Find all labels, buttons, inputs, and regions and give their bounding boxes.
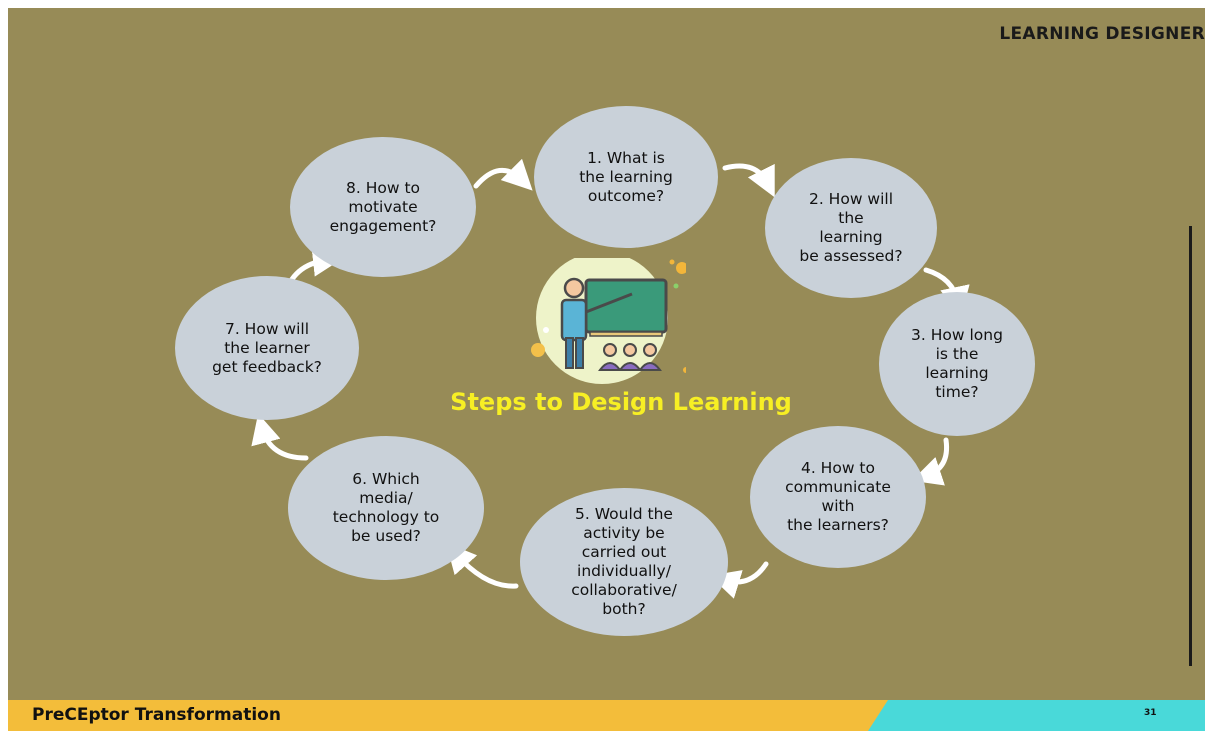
divider-line — [1189, 226, 1192, 666]
footer-bar: PreCEptor Transformation 31 — [8, 700, 1205, 731]
step-3-label: 3. How long is the learning time? — [911, 326, 1003, 401]
header-title: LEARNING DESIGNER — [999, 24, 1205, 44]
page-number: 31 — [1144, 708, 1157, 718]
step-1-bubble: 1. What is the learning outcome? — [534, 106, 718, 248]
arrow-1-to-2 — [722, 163, 775, 198]
step-7-bubble: 7. How will the learner get feedback? — [175, 276, 359, 420]
cycle-arrows — [251, 158, 970, 599]
slide: LEARNING DESIGNER 1. What is the learnin… — [8, 8, 1205, 731]
step-5-bubble: 5. Would the activity be carried out ind… — [520, 488, 728, 636]
arrow-6-to-7 — [251, 413, 309, 461]
footer-title: PreCEptor Transformation — [32, 705, 281, 725]
step-8-label: 8. How to motivate engagement? — [329, 178, 437, 235]
teacher-presentation-icon — [531, 258, 686, 384]
arrow-4-to-5 — [709, 561, 769, 599]
step-3-bubble: 3. How long is the learning time? — [879, 292, 1035, 436]
arrow-5-to-6 — [446, 542, 519, 589]
step-2-bubble: 2. How will the learning be assessed? — [765, 158, 937, 298]
step-2-label: 2. How will the learning be assessed? — [799, 190, 903, 265]
step-8-bubble: 8. How to motivate engagement? — [290, 137, 476, 277]
diagram-title: Steps to Design Learning — [450, 388, 792, 416]
step-4-label: 4. How to communicate with the learners? — [785, 459, 891, 534]
step-6-bubble: 6. Which media/ technology to be used? — [288, 436, 484, 580]
step-6-label: 6. Which media/ technology to be used? — [332, 470, 440, 545]
footer-yellow-band — [8, 700, 888, 731]
step-5-label: 5. Would the activity be carried out ind… — [571, 505, 677, 618]
arrow-8-to-1 — [473, 158, 533, 191]
footer-cyan-band — [868, 700, 1205, 731]
step-4-bubble: 4. How to communicate with the learners? — [750, 426, 926, 568]
step-7-label: 7. How will the learner get feedback? — [212, 319, 322, 376]
step-1-label: 1. What is the learning outcome? — [579, 148, 673, 205]
arrow-3-to-4 — [911, 437, 950, 486]
